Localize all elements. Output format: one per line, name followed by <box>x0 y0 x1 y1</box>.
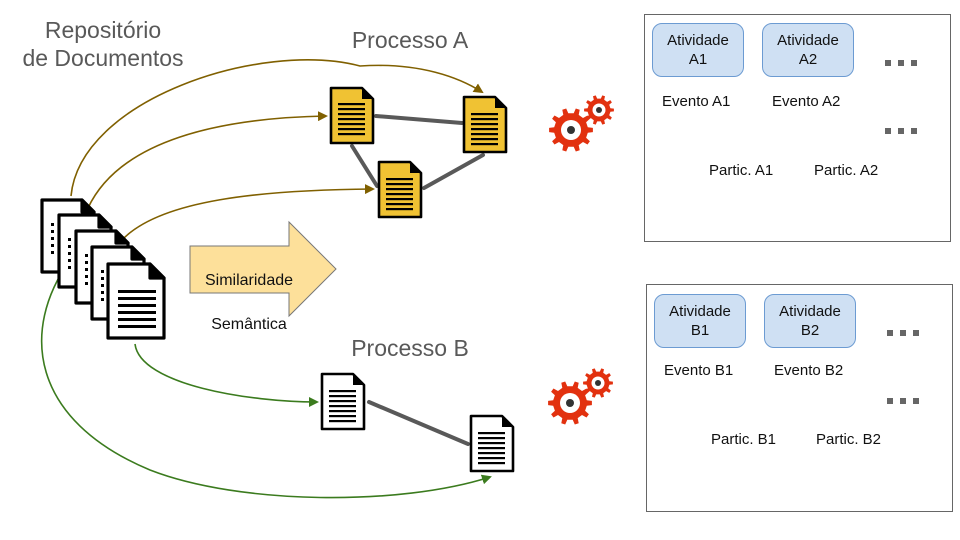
participant-a1-label: Partic. A1 <box>709 162 774 179</box>
event-b1-label: Evento B1 <box>664 362 734 379</box>
arrow-repo-to-a1 <box>87 111 328 209</box>
process-b-arrows <box>41 259 492 499</box>
process-a-document-2 <box>462 95 508 154</box>
more-events-a <box>885 128 924 134</box>
participant-b2-label: Partic. B2 <box>816 431 882 448</box>
gears-icon-process-b <box>548 368 613 425</box>
process-b-document-1 <box>320 372 366 431</box>
more-activities-b <box>887 330 926 336</box>
arrow-repo-to-b1 <box>134 343 319 407</box>
connector-a2-a3 <box>422 153 485 190</box>
repository-title: Repositório de Documentos <box>8 16 198 72</box>
repository-title-line1: Repositório <box>44 17 162 43</box>
participant-a2-label: Partic. A2 <box>814 162 879 179</box>
process-a-title: Processo A <box>351 27 469 53</box>
similarity-label: Similaridade Semântica <box>190 248 308 358</box>
similarity-arrow <box>189 220 337 318</box>
activity-b2: Atividade B2 <box>764 294 856 348</box>
process-b-document-2 <box>469 414 515 473</box>
process-a-document-3 <box>377 160 423 219</box>
event-b2-label: Evento B2 <box>774 362 844 379</box>
process-b-title: Processo B <box>351 335 469 361</box>
arrow-repo-to-a2 <box>70 59 484 197</box>
process-a-document-1 <box>329 86 375 145</box>
similarity-label-line1: Similaridade <box>204 272 294 289</box>
repository-title-line2: de Documentos <box>22 45 184 71</box>
process-a-connectors <box>350 114 485 190</box>
activity-b1: Atividade B1 <box>654 294 746 348</box>
large-gear-center <box>566 399 574 407</box>
arrow-repo-to-a3 <box>121 184 375 241</box>
large-gear-center <box>567 126 575 134</box>
arrow-repo-to-b2 <box>41 259 492 499</box>
activity-a1: Atividade A1 <box>652 23 744 77</box>
more-activities-a <box>885 60 924 66</box>
event-a1-label: Evento A1 <box>662 93 731 110</box>
connector-b1-b2 <box>367 400 470 446</box>
connector-a1-a2 <box>374 114 464 125</box>
activity-a2: Atividade A2 <box>762 23 854 77</box>
connector-a1-a3 <box>350 144 379 188</box>
more-events-b <box>887 398 926 404</box>
document-stack-icon <box>40 198 166 340</box>
event-a2-label: Evento A2 <box>772 93 841 110</box>
gears-icon-process-a <box>549 95 614 152</box>
small-gear-center <box>596 107 602 113</box>
participant-b1-label: Partic. B1 <box>711 431 777 448</box>
process-a-arrows <box>70 59 484 241</box>
similarity-label-line2: Semântica <box>211 316 287 333</box>
small-gear-center <box>595 380 601 386</box>
